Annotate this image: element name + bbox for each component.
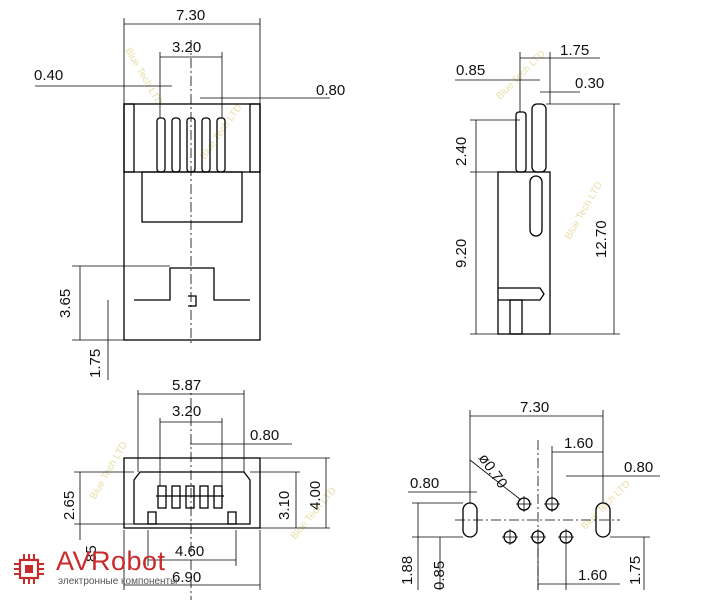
dim-fp-pitch-x: 1.60 (564, 435, 593, 452)
watermark-text: Blue Tech LTD (494, 49, 548, 103)
face-opening (133, 471, 251, 525)
dim-face-outer-width: 6.90 (172, 569, 201, 586)
dim-fp-pitch-x-lower: 1.60 (578, 567, 607, 584)
dim-post-length: 1.75 (87, 349, 104, 378)
dim-fp-overall-width: 7.30 (520, 399, 549, 416)
dim-face-overall-height: 4.00 (307, 481, 324, 510)
dim-face-height-a: 2.65 (61, 491, 78, 520)
side-slot (529, 175, 543, 237)
dim-side-overall-height: 12.70 (593, 220, 610, 258)
dim-face-opening-height: 3.10 (276, 491, 293, 520)
right-mounting-post (249, 103, 261, 173)
dim-body-offset: 3.65 (57, 289, 74, 318)
dim-face-inner-width: 4.60 (175, 543, 204, 560)
dim-side-pin-thick: 0.30 (575, 75, 604, 92)
pin-housing (141, 171, 243, 223)
dim-side-body-height: 9.20 (453, 239, 470, 268)
dim-fp-slot-width: 0.80 (410, 475, 439, 492)
avrobot-logo: AVRobot электронные компоненты (12, 546, 242, 592)
dim-face-pin-span: 3.20 (172, 403, 201, 420)
logo-name: AVRobot (56, 546, 166, 576)
dim-fp-row-offset: 1.88 (399, 556, 416, 585)
dim-fp-hole-diameter: ø0.70 (475, 451, 511, 492)
watermark-text: Blue Tech LTD (579, 479, 633, 533)
front-body-outline (123, 103, 261, 341)
dim-pin-width: 0.40 (34, 67, 63, 84)
watermark-text: Blue Tech LTD (122, 46, 164, 108)
dim-pin-span: 3.20 (172, 39, 201, 56)
dim-side-pin-height: 2.40 (453, 137, 470, 166)
face-contacts (156, 485, 224, 509)
side-view: 1.75 0.85 0.30 2.40 9.20 12.70 (453, 42, 620, 335)
face-outline (123, 457, 261, 529)
dim-fp-slot-height: 0.85 (431, 561, 448, 590)
watermark-text: Blue Tech LTD (198, 102, 244, 161)
pcb-footprint: 7.30 ø0.70 1.60 0.80 0.80 1.88 0.85 1.60… (399, 399, 660, 590)
dim-fp-row-offset-right: 1.75 (627, 556, 644, 585)
dim-face-pin-pitch: 0.80 (250, 427, 279, 444)
dim-face-partial: 85 (83, 545, 100, 562)
chip-icon (14, 554, 44, 584)
dim-side-pin-width: 0.85 (456, 62, 485, 79)
logo-tagline: электронные компоненты (58, 576, 178, 587)
side-pin-right (531, 103, 547, 173)
front-view: 7.30 3.20 0.40 0.80 3.65 1.75 (34, 7, 345, 380)
dim-overall-width: 7.30 (176, 7, 205, 24)
side-pin-left (515, 111, 527, 173)
left-mounting-post (123, 103, 135, 173)
dim-pin-pitch: 0.80 (316, 82, 345, 99)
face-view: 5.87 3.20 0.80 2.65 3.10 4.00 85 4.60 6.… (61, 377, 330, 600)
dim-fp-pad-pitch: 0.80 (624, 459, 653, 476)
dim-width-a: 1.75 (560, 42, 589, 59)
dim-opening-width: 5.87 (172, 377, 201, 394)
